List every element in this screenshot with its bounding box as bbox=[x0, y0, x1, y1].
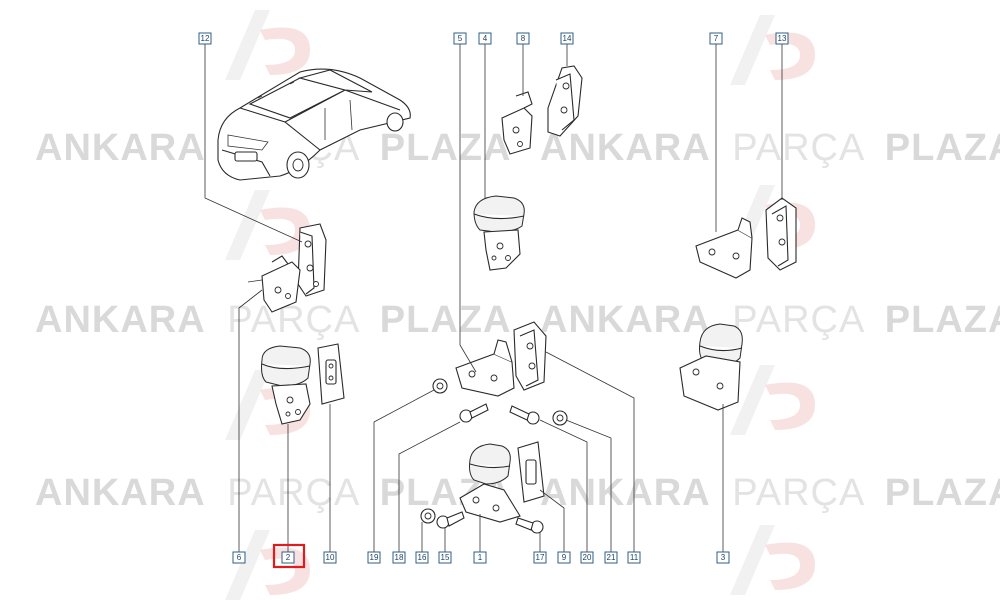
watermark-brand-light: PARÇA bbox=[732, 127, 865, 169]
callout-7[interactable]: 7 bbox=[709, 32, 723, 45]
watermark-brand-bold: ANKARA bbox=[540, 299, 711, 341]
watermark-brand-light: PARÇA bbox=[732, 472, 865, 514]
ap-logo-icon bbox=[730, 365, 815, 435]
callout-label: 20 bbox=[583, 553, 592, 562]
selected-callout-highlight bbox=[272, 543, 306, 569]
watermark-brand-bold: ANKARA bbox=[35, 472, 206, 514]
plate-part-10 bbox=[317, 343, 345, 405]
nut-19 bbox=[432, 378, 448, 394]
callout-label: 17 bbox=[536, 553, 545, 562]
callout-11[interactable]: 11 bbox=[627, 551, 641, 564]
check-strap-part-1 bbox=[459, 441, 545, 523]
svg-text:ANKARA PARÇA PLAZA: ANKARA PARÇA PLAZA bbox=[540, 299, 1000, 341]
svg-text:ANKARA PARÇA PLAZA: ANKARA PARÇA PLAZA bbox=[540, 472, 1000, 514]
callout-10[interactable]: 10 bbox=[323, 551, 337, 564]
watermark-brand-bold: PLAZA bbox=[380, 299, 512, 341]
ap-logo-watermarks bbox=[225, 10, 815, 600]
callout-18[interactable]: 18 bbox=[392, 551, 406, 564]
ap-logo-icon bbox=[225, 10, 310, 80]
callout-15[interactable]: 15 bbox=[438, 551, 452, 564]
check-strap-part-2 bbox=[261, 345, 311, 425]
hinge-part-8 bbox=[501, 65, 583, 155]
watermark-brand-light: PARÇA bbox=[732, 299, 865, 341]
callout-label: 5 bbox=[458, 34, 463, 43]
check-strap-part-4 bbox=[473, 195, 525, 271]
watermark-brand-bold: PLAZA bbox=[380, 127, 512, 169]
svg-text:ANKARA PARÇA PLAZA: ANKARA PARÇA PLAZA bbox=[540, 127, 1000, 169]
bolt-15 bbox=[436, 511, 465, 529]
watermark-brand-bold: ANKARA bbox=[35, 299, 206, 341]
callout-label: 19 bbox=[370, 553, 379, 562]
watermark-brand-bold: ANKARA bbox=[540, 472, 711, 514]
bolt-20 bbox=[509, 405, 540, 425]
watermark-brand-light: PARÇA bbox=[227, 299, 360, 341]
leader-lines bbox=[204, 44, 783, 552]
car-illustration bbox=[217, 68, 411, 181]
svg-text:ANKARA PARÇA PLAZA: ANKARA PARÇA PLAZA bbox=[35, 299, 511, 341]
callout-2[interactable]: 2 bbox=[281, 551, 295, 564]
callout-20[interactable]: 20 bbox=[580, 551, 594, 564]
callout-12[interactable]: 12 bbox=[198, 32, 212, 45]
ap-logo-icon bbox=[730, 15, 815, 85]
callout-label: 14 bbox=[563, 34, 572, 43]
callout-label: 6 bbox=[237, 553, 242, 562]
watermark-brand-bold: ANKARA bbox=[540, 127, 711, 169]
callout-9[interactable]: 9 bbox=[557, 551, 571, 564]
callout-label: 1 bbox=[478, 553, 483, 562]
callout-label: 4 bbox=[483, 34, 488, 43]
svg-text:ANKARA PARÇA PLAZA: ANKARA PARÇA PLAZA bbox=[35, 472, 511, 514]
callout-14[interactable]: 14 bbox=[560, 32, 574, 45]
hinge-part-7 bbox=[695, 197, 797, 279]
callout-label: 9 bbox=[562, 553, 567, 562]
callout-label: 8 bbox=[521, 34, 526, 43]
callout-5[interactable]: 5 bbox=[453, 32, 467, 45]
callout-label: 7 bbox=[714, 34, 719, 43]
watermark-brand-bold: PLAZA bbox=[885, 299, 1000, 341]
callout-1[interactable]: 1 bbox=[473, 551, 487, 564]
callout-label: 10 bbox=[326, 553, 335, 562]
callout-label: 3 bbox=[721, 553, 726, 562]
watermark-brand-bold: PLAZA bbox=[885, 127, 1000, 169]
callouts: 12 5 4 8 14 7 13 6 bbox=[198, 32, 789, 569]
hinge-part-12 bbox=[247, 223, 327, 313]
callout-17[interactable]: 17 bbox=[533, 551, 547, 564]
callout-21[interactable]: 21 bbox=[604, 551, 618, 564]
watermark-brand-bold: ANKARA bbox=[35, 127, 206, 169]
ap-logo-icon bbox=[225, 530, 310, 600]
watermark-brand-light: PARÇA bbox=[227, 472, 360, 514]
callout-label: 15 bbox=[441, 553, 450, 562]
callout-16[interactable]: 16 bbox=[415, 551, 429, 564]
hinge-part-5 bbox=[455, 321, 547, 397]
nut-16 bbox=[420, 508, 436, 524]
watermark-brand-bold: PLAZA bbox=[885, 472, 1000, 514]
callout-13[interactable]: 13 bbox=[775, 32, 789, 45]
callout-label: 21 bbox=[607, 553, 616, 562]
callout-4[interactable]: 4 bbox=[478, 32, 492, 45]
callout-6[interactable]: 6 bbox=[232, 551, 246, 564]
ap-logo-icon bbox=[730, 525, 815, 595]
ap-logo-icon bbox=[225, 190, 310, 260]
bolt-18 bbox=[459, 403, 489, 423]
nut-21 bbox=[552, 410, 568, 426]
check-strap-part-3 bbox=[679, 323, 743, 411]
callout-label: 11 bbox=[630, 553, 639, 562]
callout-label: 2 bbox=[286, 553, 291, 562]
callout-label: 18 bbox=[395, 553, 404, 562]
bolt-17 bbox=[515, 517, 544, 534]
callout-label: 13 bbox=[778, 34, 787, 43]
callout-19[interactable]: 19 bbox=[367, 551, 381, 564]
callout-3[interactable]: 3 bbox=[716, 551, 730, 564]
watermark-text-rows: ANKARA PARÇA PLAZA ANKARA PARÇA PLAZA AN… bbox=[35, 127, 1000, 514]
fasteners bbox=[420, 378, 568, 534]
callout-8[interactable]: 8 bbox=[516, 32, 530, 45]
callout-label: 12 bbox=[201, 34, 210, 43]
callout-label: 16 bbox=[418, 553, 427, 562]
